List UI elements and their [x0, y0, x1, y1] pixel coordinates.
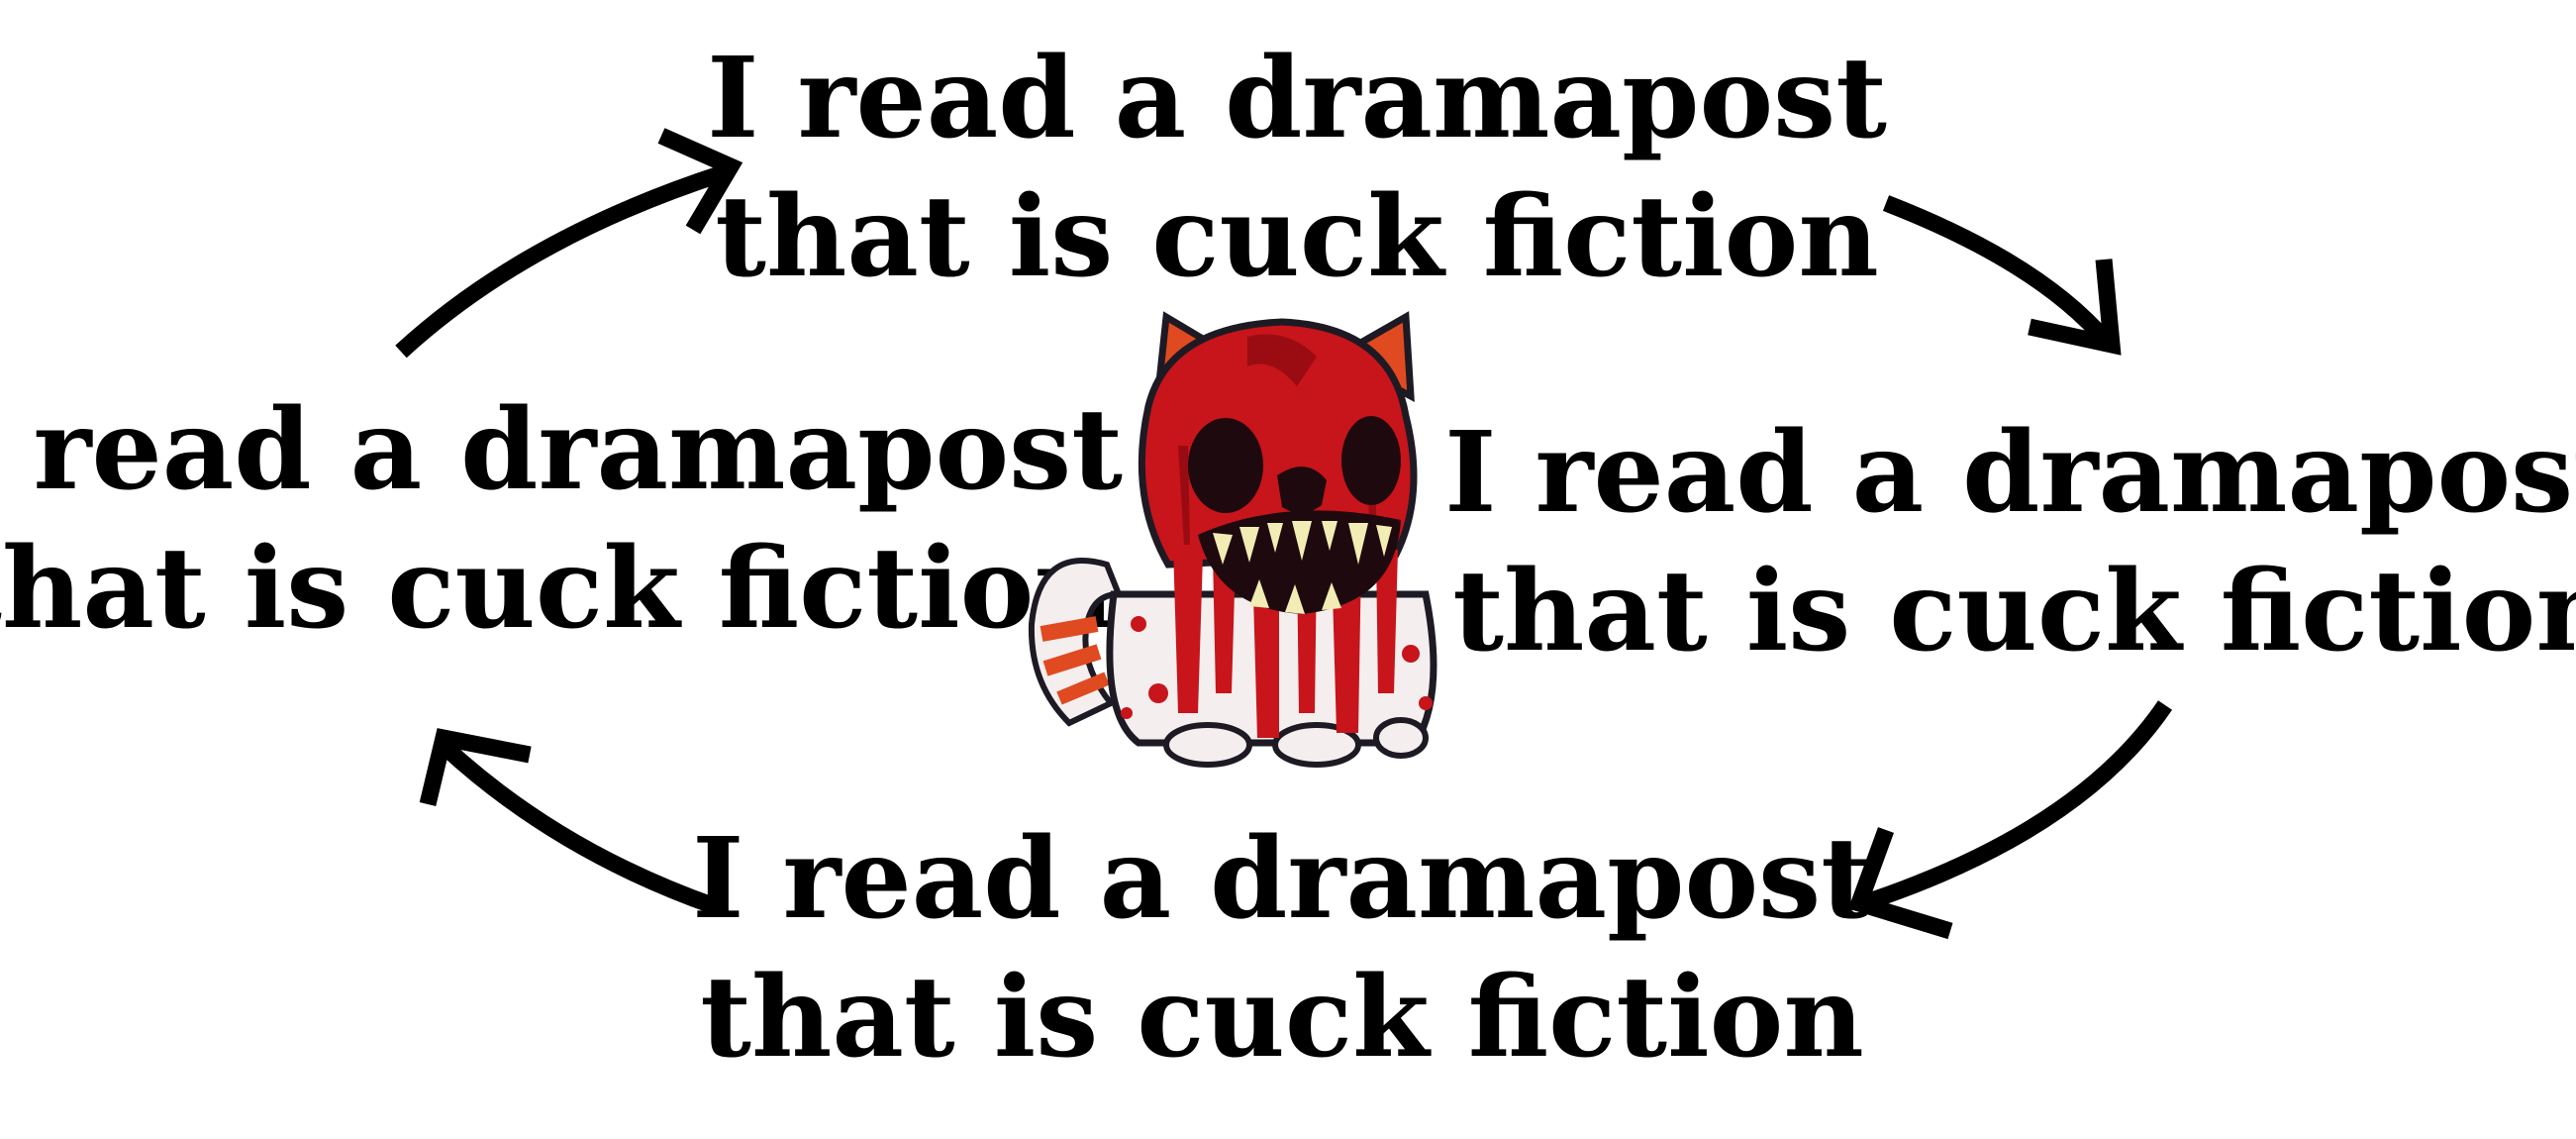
- cat-left-eye: [1188, 418, 1263, 513]
- phrase-bottom-line2: that is cuck fiction: [700, 953, 1864, 1083]
- arrow-bottom-left-icon: [419, 728, 718, 915]
- cat-right-eye: [1341, 416, 1401, 505]
- phrase-left-line2: that is cuck fiction: [0, 524, 1115, 654]
- phrase-left-line1: I read a dramapost: [0, 385, 1123, 515]
- arrow-bottom-right-icon: [1847, 700, 2173, 940]
- phrase-top: I read a dramapost that is cuck fiction: [707, 30, 1887, 307]
- phrase-bottom: I read a dramapost that is cuck fiction: [692, 810, 1872, 1087]
- phrase-left: I read a dramapost that is cuck fiction: [0, 381, 1123, 659]
- cat-feet: [1163, 717, 1429, 768]
- phrase-top-line2: that is cuck fiction: [715, 172, 1879, 302]
- cat-tail: [1028, 558, 1124, 727]
- phrase-right: I read a dramapost that is cuck fiction: [1444, 404, 2576, 681]
- bloody-cat-icon: [1028, 311, 1437, 768]
- phrase-right-line1: I read a dramapost: [1444, 408, 2576, 538]
- blood-drips: [1121, 545, 1433, 738]
- cat-nose: [1277, 466, 1327, 514]
- arrow-top-left-icon: [395, 128, 743, 359]
- phrase-right-line2: that is cuck fiction: [1452, 547, 2576, 676]
- phrase-bottom-line1: I read a dramapost: [692, 814, 1872, 944]
- cat-mouth: [1198, 510, 1401, 614]
- arrow-top-right-icon: [1882, 195, 2122, 356]
- cat-fangs: [1213, 521, 1392, 614]
- phrase-top-line1: I read a dramapost: [707, 34, 1887, 163]
